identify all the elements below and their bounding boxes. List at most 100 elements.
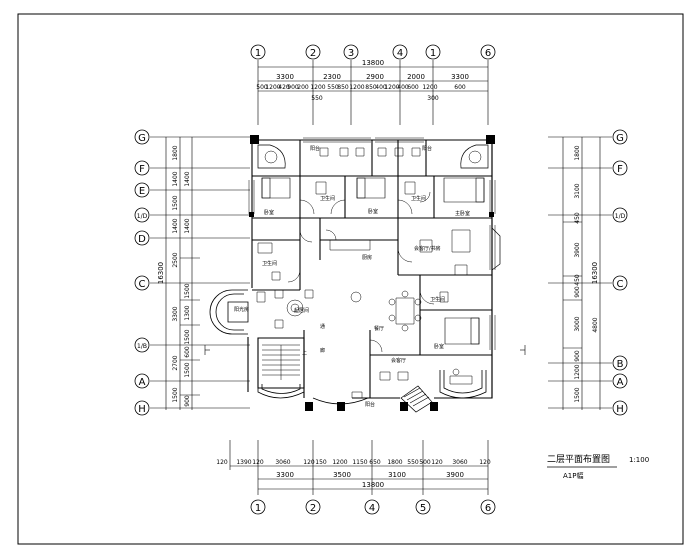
svg-text:阳台: 阳台 bbox=[310, 145, 320, 152]
entry-steps bbox=[401, 386, 432, 412]
svg-text:1500: 1500 bbox=[172, 387, 179, 402]
svg-text:1200: 1200 bbox=[384, 84, 399, 91]
svg-text:120: 120 bbox=[431, 459, 443, 466]
svg-text:主卧室: 主卧室 bbox=[455, 210, 470, 217]
svg-text:D: D bbox=[138, 234, 146, 245]
svg-text:2500: 2500 bbox=[172, 252, 179, 267]
svg-text:1800: 1800 bbox=[387, 459, 402, 466]
svg-text:3060: 3060 bbox=[452, 459, 467, 466]
svg-text:1200: 1200 bbox=[310, 84, 325, 91]
svg-text:600: 600 bbox=[184, 346, 191, 358]
svg-text:2: 2 bbox=[310, 503, 316, 514]
left-axis-bubbles: G F E 1/D D C 1/B A H bbox=[135, 130, 149, 415]
right-segment-dims: 1800 3100 450 3900 450 900 3000 4800 900… bbox=[574, 145, 599, 402]
svg-text:1200: 1200 bbox=[422, 84, 437, 91]
svg-text:3100: 3100 bbox=[388, 471, 406, 479]
bottom-dimensions bbox=[230, 440, 488, 495]
svg-text:1390: 1390 bbox=[236, 459, 251, 466]
axis-label-top-1: 1 bbox=[255, 48, 261, 59]
svg-text:1200: 1200 bbox=[574, 364, 581, 379]
svg-text:G: G bbox=[138, 133, 146, 144]
svg-text:3900: 3900 bbox=[446, 471, 464, 479]
svg-text:1500: 1500 bbox=[184, 283, 191, 298]
svg-text:3900: 3900 bbox=[574, 242, 581, 257]
svg-text:1500: 1500 bbox=[184, 362, 191, 377]
axis-label-top-4: 4 bbox=[397, 48, 403, 59]
furniture-beds bbox=[262, 178, 484, 344]
svg-text:420: 420 bbox=[278, 84, 290, 91]
svg-text:3100: 3100 bbox=[574, 183, 581, 198]
svg-text:850: 850 bbox=[365, 84, 377, 91]
svg-text:1200: 1200 bbox=[349, 84, 364, 91]
top-sub-dim-2: 300 bbox=[427, 95, 439, 102]
axis-label-top-3: 3 bbox=[348, 48, 354, 59]
svg-text:3500: 3500 bbox=[333, 471, 351, 479]
svg-text:3300: 3300 bbox=[172, 306, 179, 321]
svg-text:F: F bbox=[139, 164, 145, 175]
bottom-level1-dims: 3300 3500 3100 3900 bbox=[276, 471, 464, 479]
furniture-misc bbox=[257, 148, 481, 398]
svg-text:500: 500 bbox=[419, 459, 431, 466]
svg-text:400: 400 bbox=[397, 84, 409, 91]
windows bbox=[249, 138, 495, 350]
left-segment-dims: 1800 1400 1400 1500 1400 1400 2500 1500 … bbox=[172, 145, 191, 407]
svg-text:1800: 1800 bbox=[172, 145, 179, 160]
svg-text:会客厅: 会客厅 bbox=[391, 357, 406, 364]
drawing-scale: 1:100 bbox=[629, 456, 649, 464]
svg-text:A: A bbox=[139, 377, 146, 388]
axis-label-top-6: 6 bbox=[485, 48, 491, 59]
svg-text:3300: 3300 bbox=[276, 471, 294, 479]
svg-text:通: 通 bbox=[320, 323, 325, 330]
svg-text:餐厅: 餐厅 bbox=[374, 325, 384, 332]
svg-text:150: 150 bbox=[315, 459, 327, 466]
svg-text:2000: 2000 bbox=[407, 73, 425, 81]
svg-text:3000: 3000 bbox=[574, 316, 581, 331]
svg-text:卧室: 卧室 bbox=[434, 343, 444, 350]
svg-text:450: 450 bbox=[574, 274, 581, 286]
top-level2-dims: 500 1200 420 900 200 1200 550 850 1200 8… bbox=[256, 84, 466, 91]
left-total-dim: 16300 bbox=[157, 262, 165, 284]
structural-columns bbox=[249, 135, 495, 411]
svg-text:1400: 1400 bbox=[184, 171, 191, 186]
svg-text:C: C bbox=[139, 279, 146, 290]
svg-text:1200: 1200 bbox=[332, 459, 347, 466]
balconies-bottom bbox=[258, 370, 486, 404]
axis-label-top-5: 1 bbox=[430, 48, 436, 59]
svg-text:1400: 1400 bbox=[172, 171, 179, 186]
svg-text:2900: 2900 bbox=[366, 73, 384, 81]
svg-text:C: C bbox=[617, 279, 624, 290]
svg-text:卫生间: 卫生间 bbox=[430, 296, 445, 303]
svg-text:F: F bbox=[617, 164, 623, 175]
section-markers bbox=[205, 345, 525, 355]
top-axis-bubbles: 1 2 3 4 1 6 bbox=[251, 45, 495, 59]
svg-text:E: E bbox=[139, 186, 145, 197]
drawing-title: 二层平面布置图 bbox=[547, 453, 610, 465]
svg-text:起居间: 起居间 bbox=[294, 307, 309, 314]
svg-text:900: 900 bbox=[574, 350, 581, 362]
svg-text:卧室: 卧室 bbox=[368, 208, 378, 215]
bottom-total-dim: 13800 bbox=[362, 481, 384, 489]
svg-text:1150: 1150 bbox=[352, 459, 367, 466]
svg-text:H: H bbox=[616, 404, 624, 415]
svg-text:廊: 廊 bbox=[320, 347, 325, 354]
svg-text:A: A bbox=[617, 377, 624, 388]
sunroom-left bbox=[210, 290, 248, 334]
svg-text:3300: 3300 bbox=[451, 73, 469, 81]
bottom-level2-dims: 120 1390 120 3060 120 150 1200 1150 650 … bbox=[216, 459, 491, 466]
svg-text:500: 500 bbox=[256, 84, 268, 91]
svg-text:1/D: 1/D bbox=[137, 213, 148, 220]
title-block: 二层平面布置图 1:100 A1P幅 bbox=[547, 453, 649, 480]
svg-text:2700: 2700 bbox=[172, 355, 179, 370]
svg-text:卫生间: 卫生间 bbox=[411, 195, 426, 202]
svg-text:120: 120 bbox=[252, 459, 264, 466]
svg-text:1400: 1400 bbox=[172, 218, 179, 233]
svg-text:650: 650 bbox=[369, 459, 381, 466]
svg-text:4800: 4800 bbox=[592, 317, 599, 332]
right-axis-bubbles: G F 1/D C B A H bbox=[613, 130, 627, 415]
right-total-dim: 16300 bbox=[591, 262, 599, 284]
svg-text:1/B: 1/B bbox=[137, 343, 147, 350]
svg-text:1300: 1300 bbox=[184, 305, 191, 320]
svg-text:2300: 2300 bbox=[323, 73, 341, 81]
svg-text:1/D: 1/D bbox=[615, 213, 626, 220]
